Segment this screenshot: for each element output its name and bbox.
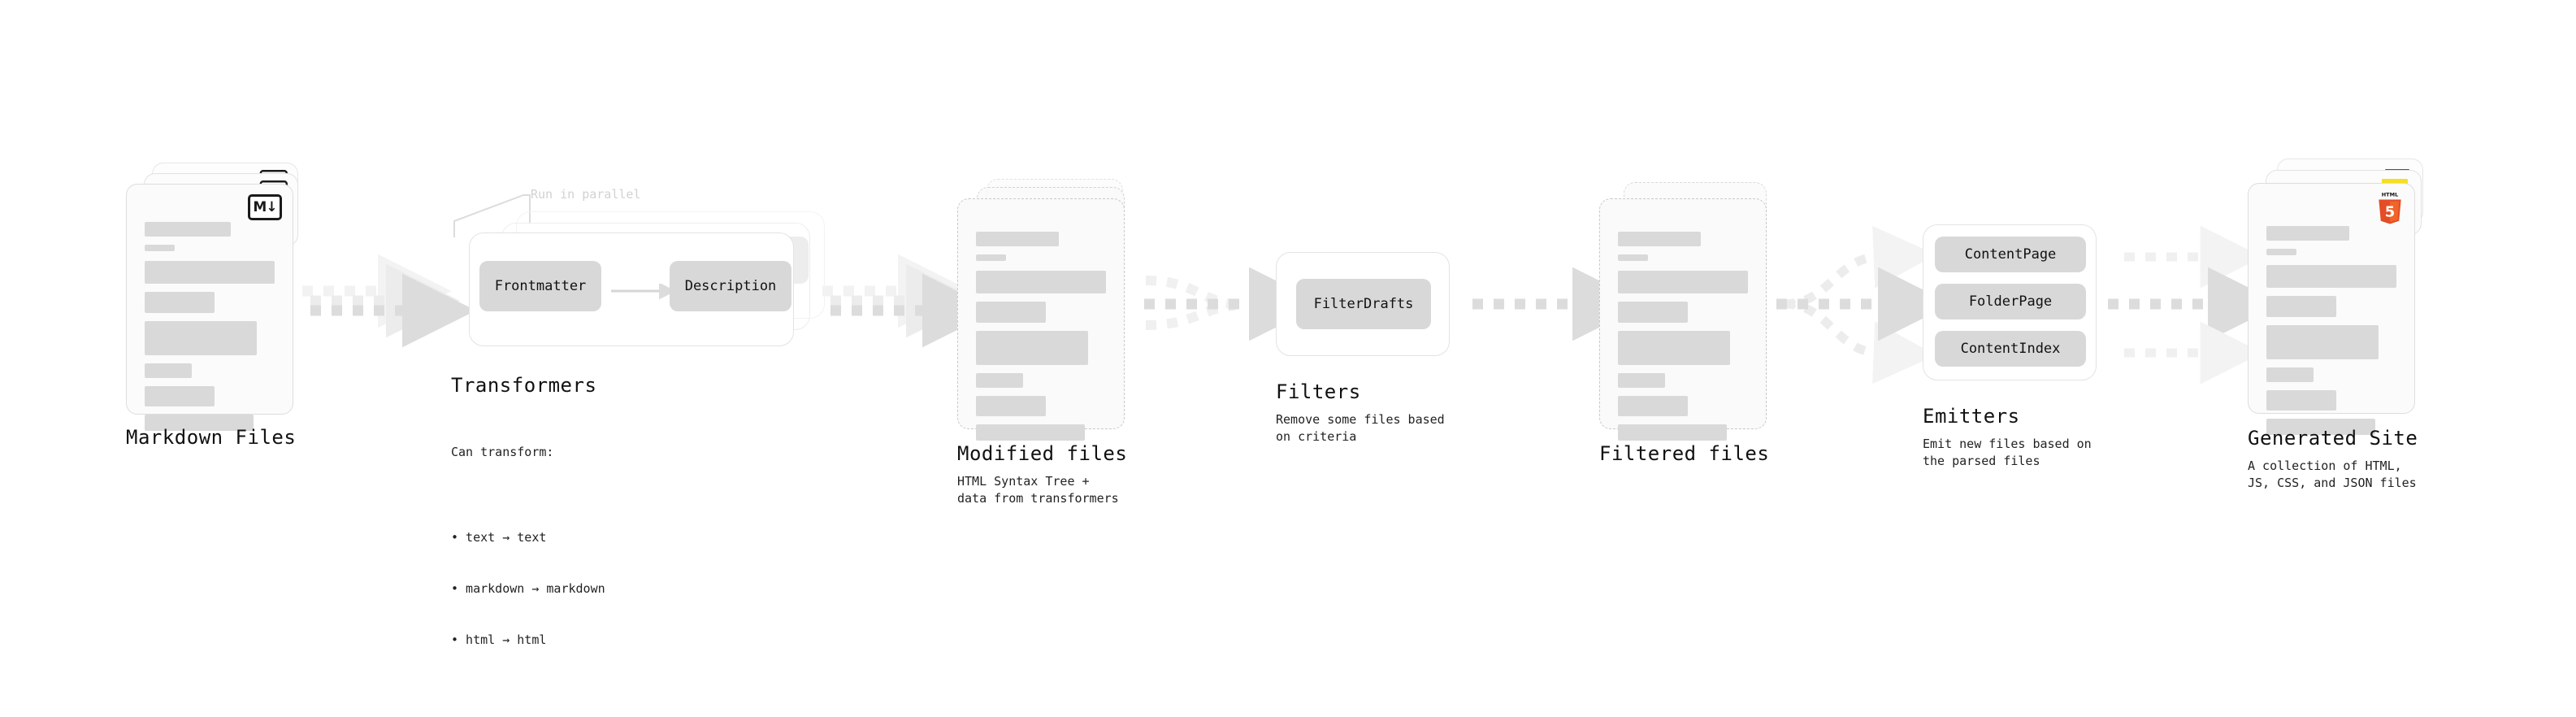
parallel-bracket-icon xyxy=(453,194,531,237)
transformers-bullet-item: • text → text xyxy=(451,530,547,545)
stage-title-transformers: Transformers xyxy=(451,374,597,397)
stage-title-markdown-files: Markdown Files xyxy=(126,426,297,449)
transformers-desc-line: Can transform: xyxy=(451,445,554,459)
arrow-transformers-to-modified xyxy=(822,254,996,348)
generated-site-description: A collection of HTML, JS, CSS, and JSON … xyxy=(2248,458,2417,490)
stage-title-filters: Filters xyxy=(1276,380,1361,403)
svg-text:5: 5 xyxy=(2385,204,2395,221)
stage-markdown-files: M↓ M↓ M↓ Markdown Files xyxy=(126,163,305,449)
filters-description: Remove some files based on criteria xyxy=(1276,412,1445,444)
stage-title-generated-site: Generated Site xyxy=(2248,427,2418,450)
html5-badge-icon: HTML 5 xyxy=(2379,191,2401,224)
transformers-bullet-list: • text → text • markdown → markdown • ht… xyxy=(451,495,605,683)
markdown-badge-icon: M↓ xyxy=(248,194,282,220)
transformer-chip-description[interactable]: Description xyxy=(670,261,791,311)
arrow-emitters-to-site xyxy=(2108,225,2282,385)
site-card-stack: CSS HTML 5 xyxy=(2248,159,2435,435)
transformers-description: Can transform: • text → text • markdown … xyxy=(451,410,605,717)
transformers-bullet-item: • markdown → markdown xyxy=(451,581,605,596)
transformers-bullet-item: • html → html xyxy=(451,632,547,647)
emitter-chip-contentpage[interactable]: ContentPage xyxy=(1935,237,2086,272)
pipeline-diagram: M↓ M↓ M↓ Markdown Files xyxy=(126,159,2435,647)
stage-title-filtered-files: Filtered files xyxy=(1599,442,1770,465)
filtered-card-content xyxy=(1600,199,1766,441)
filtered-card-front xyxy=(1599,198,1767,441)
modified-card-front xyxy=(957,198,1125,441)
parallel-annotation: Run in parallel xyxy=(531,187,641,202)
markdown-card-content xyxy=(127,185,293,431)
emitter-chip-folderpage[interactable]: FolderPage xyxy=(1935,284,2086,319)
transformer-chip-frontmatter[interactable]: Frontmatter xyxy=(479,261,601,311)
emitters-description: Emit new files based on the parsed files xyxy=(1923,437,2092,468)
filter-chip-filterdrafts[interactable]: FilterDrafts xyxy=(1296,279,1431,329)
stage-title-modified-files: Modified files xyxy=(957,442,1128,465)
stage-modified-files: Modified files HTML Syntax Tree + data f… xyxy=(957,179,1136,506)
modified-card-stack xyxy=(957,179,1136,441)
modified-card-content xyxy=(958,199,1124,441)
svg-text:HTML: HTML xyxy=(2382,191,2398,198)
stage-generated-site: CSS HTML 5 xyxy=(2248,159,2435,490)
transformers-group-front: Frontmatter Description xyxy=(469,232,794,346)
filtered-card-stack xyxy=(1599,179,1778,441)
stage-title-emitters: Emitters xyxy=(1923,405,2020,428)
site-card-content xyxy=(2249,184,2414,435)
emitters-group: ContentPage FolderPage ContentIndex xyxy=(1923,224,2097,380)
arrow-modified-to-filters xyxy=(1144,267,1323,341)
arrow-filtered-to-emitters xyxy=(1776,225,1952,385)
markdown-card-stack: M↓ M↓ M↓ xyxy=(126,163,305,431)
markdown-card-front: M↓ xyxy=(126,184,293,431)
arrow-markdown-to-transformers xyxy=(302,254,476,348)
stage-filtered-files: Filtered files xyxy=(1599,179,1778,465)
emitter-chip-contentindex[interactable]: ContentIndex xyxy=(1935,331,2086,367)
transformer-arrow-icon xyxy=(611,284,673,300)
site-card-front: HTML 5 xyxy=(2248,183,2415,435)
modified-files-description: HTML Syntax Tree + data from transformer… xyxy=(957,474,1119,506)
filters-group: FilterDrafts xyxy=(1276,252,1450,356)
